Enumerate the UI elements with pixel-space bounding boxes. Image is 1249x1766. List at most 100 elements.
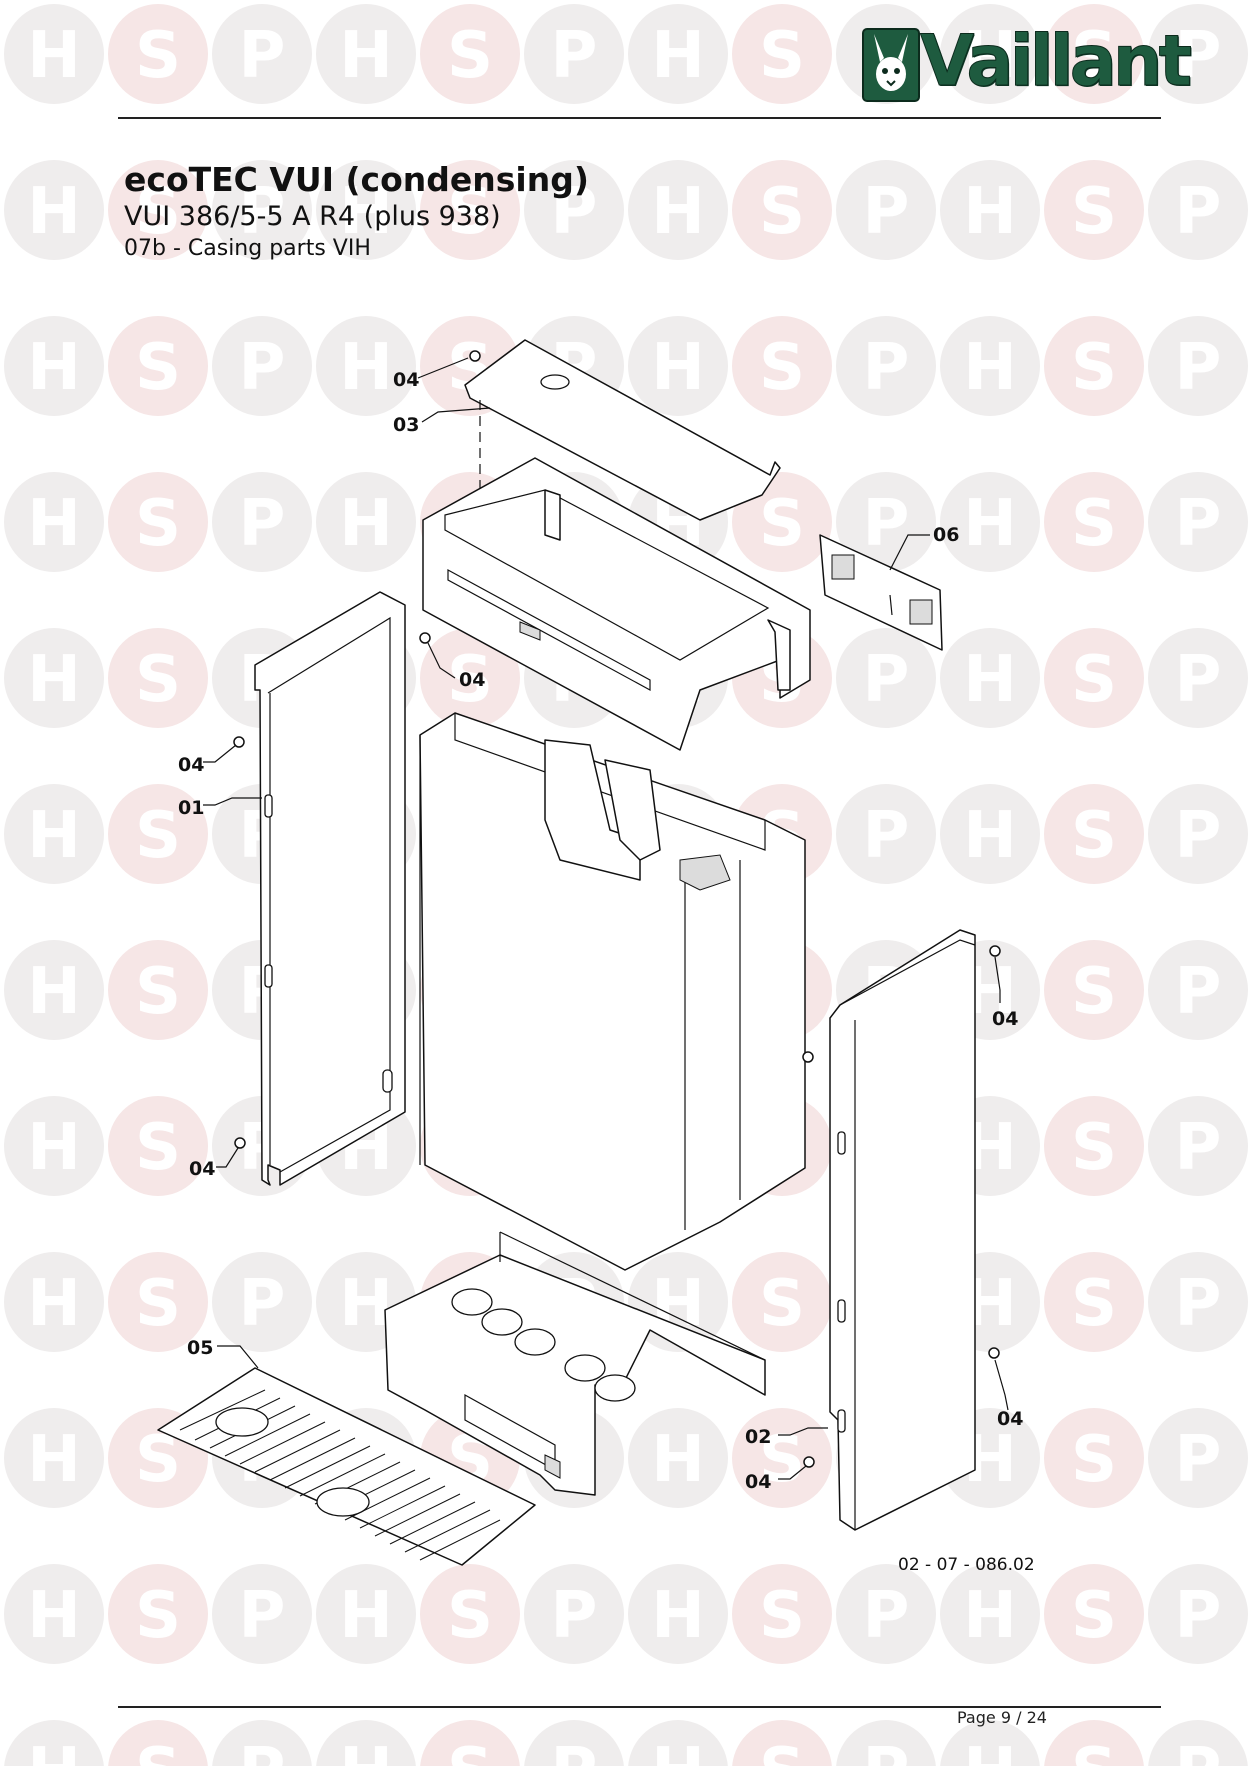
svg-text:H: H [27, 175, 81, 249]
watermark-circle: P [1148, 316, 1248, 416]
watermark-circle: S [108, 940, 208, 1040]
watermark-circle: P [1148, 1252, 1248, 1352]
svg-text:S: S [1071, 1267, 1117, 1341]
svg-text:S: S [135, 799, 181, 873]
watermark-circle: H [940, 4, 1040, 104]
svg-text:S: S [135, 1579, 181, 1653]
svg-text:P: P [1175, 19, 1222, 93]
svg-text:P: P [1175, 643, 1222, 717]
svg-text:S: S [1071, 1423, 1117, 1497]
svg-text:S: S [759, 1579, 805, 1653]
watermark-circle: S [108, 1564, 208, 1664]
svg-text:P: P [239, 19, 286, 93]
svg-text:S: S [1071, 487, 1117, 561]
callout-top-screw: 04 [393, 369, 419, 391]
svg-text:H: H [27, 1579, 81, 1653]
watermark-circle: H [4, 316, 104, 416]
svg-text:P: P [551, 19, 598, 93]
svg-text:H: H [27, 19, 81, 93]
svg-text:H: H [963, 331, 1017, 405]
svg-text:S: S [135, 331, 181, 405]
watermark-circle: P [212, 316, 312, 416]
watermark-circle: S [1044, 1096, 1144, 1196]
brand-wordmark: Vaillant [919, 20, 1192, 103]
section-name: 07b - Casing parts VIH [124, 236, 371, 261]
top-frame-part [422, 457, 811, 751]
svg-text:S: S [1071, 331, 1117, 405]
drawing-reference: 02 - 07 - 086.02 [898, 1555, 1035, 1575]
watermark-circle: S [732, 1564, 832, 1664]
svg-text:P: P [1175, 1111, 1222, 1185]
watermark-circle: H [940, 1564, 1040, 1664]
svg-text:P: P [239, 175, 286, 249]
watermark-circle: S [108, 1720, 208, 1766]
watermark-circle: S [1044, 1564, 1144, 1664]
watermark-circle: H [316, 316, 416, 416]
svg-text:H: H [651, 331, 705, 405]
screw-icon [234, 1137, 246, 1149]
watermark-circle: H [316, 160, 416, 260]
model-name: VUI 386/5-5 A R4 (plus 938) [124, 201, 501, 232]
svg-text:P: P [551, 1579, 598, 1653]
watermark-circle: H [4, 160, 104, 260]
svg-text:P: P [239, 1579, 286, 1653]
watermark-circle: P [212, 1564, 312, 1664]
watermark-circle: P [1148, 628, 1248, 728]
screw-icon [469, 350, 481, 362]
svg-text:H: H [651, 1579, 705, 1653]
vaillant-logo: Vaillant [862, 20, 1193, 106]
screw-icon [233, 736, 245, 748]
svg-text:S: S [135, 487, 181, 561]
watermark-circle: H [4, 4, 104, 104]
svg-text:H: H [339, 1267, 393, 1341]
header-divider [118, 117, 1161, 119]
svg-text:H: H [27, 799, 81, 873]
watermark-circle: P [1148, 784, 1248, 884]
watermark-circle: P [1148, 1564, 1248, 1664]
svg-text:S: S [759, 487, 805, 561]
footer-divider [118, 1706, 1161, 1708]
watermark-circle: P [1148, 472, 1248, 572]
watermark-circle: H [940, 1720, 1040, 1766]
watermark-circle: H [4, 784, 104, 884]
callout-top-cover: 03 [393, 414, 419, 436]
svg-text:P: P [239, 1267, 286, 1341]
leader-lines [203, 357, 1009, 1480]
watermark-circle: P [1148, 1720, 1248, 1766]
watermark-circle: P [836, 628, 936, 728]
svg-text:P: P [863, 331, 910, 405]
watermark-circle: S [108, 1096, 208, 1196]
svg-text:H: H [27, 487, 81, 561]
svg-text:H: H [963, 1579, 1017, 1653]
watermark-circle: S [420, 628, 520, 728]
watermark-circle: H [628, 1720, 728, 1766]
svg-text:H: H [27, 331, 81, 405]
svg-text:P: P [551, 1735, 598, 1766]
callout-left-lower-screw: 04 [189, 1158, 215, 1180]
watermark-circle: H [628, 4, 728, 104]
svg-text:S: S [447, 1735, 493, 1766]
svg-text:S: S [135, 175, 181, 249]
watermark-circle: P [1148, 1096, 1248, 1196]
watermark-circle: P [524, 4, 624, 104]
hare-icon [862, 28, 920, 102]
page-number: Page 9 / 24 [957, 1708, 1047, 1727]
watermark-circle: P [524, 1720, 624, 1766]
callout-left-upper-screw: 04 [459, 669, 485, 691]
watermark-circle: S [108, 472, 208, 572]
watermark-circle: S [108, 628, 208, 728]
watermark-circle: H [4, 940, 104, 1040]
svg-text:S: S [759, 175, 805, 249]
svg-text:P: P [1175, 487, 1222, 561]
svg-text:P: P [863, 175, 910, 249]
callout-right-bottom-screw: 04 [997, 1408, 1023, 1430]
top-cover-part [464, 339, 781, 521]
watermark-circle: P [1148, 1408, 1248, 1508]
svg-text:S: S [1071, 1735, 1117, 1766]
callout-bracket: 06 [933, 524, 959, 546]
svg-text:S: S [1071, 1579, 1117, 1653]
callout-left-side-screw: 04 [178, 754, 204, 776]
left-panel-part [254, 591, 406, 1186]
watermark-circle: S [1044, 1720, 1144, 1766]
